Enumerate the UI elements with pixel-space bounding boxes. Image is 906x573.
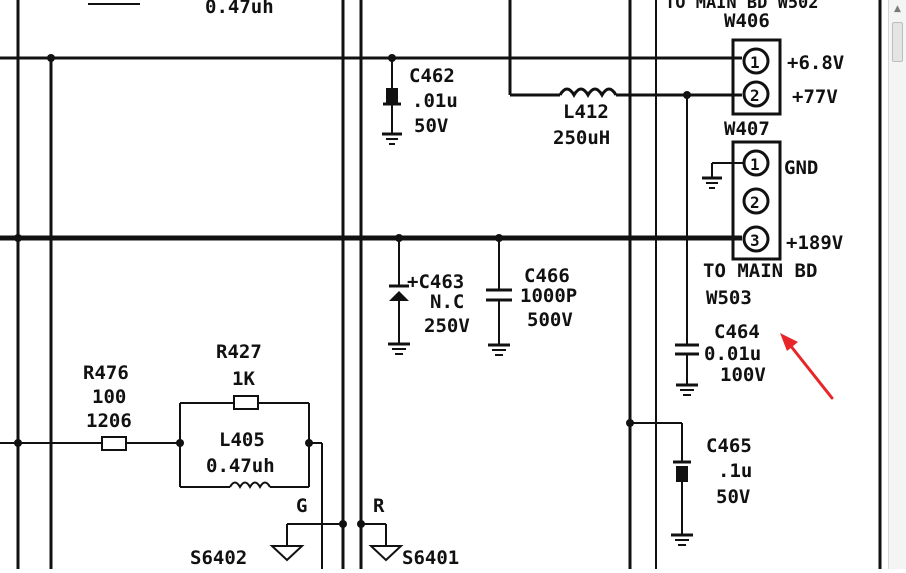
l405-value-label: 0.47uh xyxy=(206,455,275,477)
s6402-ref-label: S6402 xyxy=(190,547,247,569)
scroll-up-arrow-icon[interactable]: ▲ xyxy=(894,4,901,14)
r427-ref-label: R427 xyxy=(216,341,262,363)
connector-w407 xyxy=(702,140,782,261)
s6401-ref-label: S6401 xyxy=(402,547,459,569)
c465-value-label: .1u xyxy=(718,460,752,482)
c462-value-label: .01u xyxy=(412,90,458,112)
l405-ref-label: L405 xyxy=(219,429,265,451)
l412-ref-label: L412 xyxy=(563,101,609,123)
w407-note-line2: W503 xyxy=(706,287,752,309)
c464-rating-label: 100V xyxy=(720,364,766,386)
vertical-scrollbar[interactable]: ▲ xyxy=(888,0,906,569)
r476-value-label: 100 xyxy=(92,386,126,408)
w407-pin3-label: +189V xyxy=(786,232,843,254)
connector-w406 xyxy=(731,38,782,116)
c466-ref-label: C466 xyxy=(524,265,570,287)
l412-value-label: 250uH xyxy=(553,127,610,149)
schematic-diagram: 0.47uh TO MAIN BD W502 xyxy=(0,0,882,569)
inductor-l412 xyxy=(510,87,742,98)
c466-value-label: 1000P xyxy=(520,285,577,307)
c464-ref-label: C464 xyxy=(714,321,760,343)
w407-note-line1: TO MAIN BD xyxy=(703,260,817,282)
top-left-partial-label: 0.47uh xyxy=(205,0,274,18)
top-right-partial-label: TO MAIN BD W502 xyxy=(665,0,819,13)
w406-ref-label: W406 xyxy=(724,10,770,32)
capacitor-c465 xyxy=(626,419,693,546)
annotation-arrow xyxy=(780,333,834,400)
r476-ref-label: R476 xyxy=(83,362,129,384)
c463-rating-label: 250V xyxy=(424,315,470,337)
switch-s6401 xyxy=(357,520,404,562)
s6401-pin-label: R xyxy=(373,495,385,517)
capacitor-c463 xyxy=(388,238,410,355)
inductor-l405 xyxy=(180,481,309,490)
r427-value-label: 1K xyxy=(232,368,255,390)
c466-rating-label: 500V xyxy=(527,309,573,331)
c462-rating-label: 50V xyxy=(414,115,448,137)
switch-s6402 xyxy=(269,520,347,562)
capacitor-c466 xyxy=(486,238,512,356)
capacitor-c464 xyxy=(675,91,699,396)
resistor-r476 xyxy=(0,436,184,451)
junction-dot xyxy=(14,234,22,242)
r476-package-label: 1206 xyxy=(86,410,132,432)
schematic-canvas: 0.47uh TO MAIN BD W502 xyxy=(0,0,882,569)
resistor-r427 xyxy=(179,395,310,487)
s6402-pin-label: G xyxy=(296,495,307,517)
c462-ref-label: C462 xyxy=(409,65,455,87)
w406-pin2-label: +77V xyxy=(792,86,838,108)
w406-pin2-num: 2 xyxy=(750,86,760,105)
c465-rating-label: 50V xyxy=(716,486,750,508)
w407-ref-label: W407 xyxy=(724,118,770,140)
w406-pin1-label: +6.8V xyxy=(787,52,844,74)
w407-pin1-num: 1 xyxy=(750,155,760,174)
junction-dot xyxy=(47,54,55,62)
w406-pin1-num: 1 xyxy=(750,53,760,72)
c463-ref-label: +C463 xyxy=(407,271,464,293)
w407-pin2-num: 2 xyxy=(750,193,760,212)
scroll-thumb[interactable] xyxy=(892,22,903,62)
w407-pin1-label: GND xyxy=(784,157,818,179)
c465-ref-label: C465 xyxy=(706,435,752,457)
w407-pin3-num: 3 xyxy=(750,231,760,250)
c464-value-label: 0.01u xyxy=(704,343,761,365)
capacitor-c462 xyxy=(382,58,402,145)
c463-value-label: N.C xyxy=(430,291,464,313)
